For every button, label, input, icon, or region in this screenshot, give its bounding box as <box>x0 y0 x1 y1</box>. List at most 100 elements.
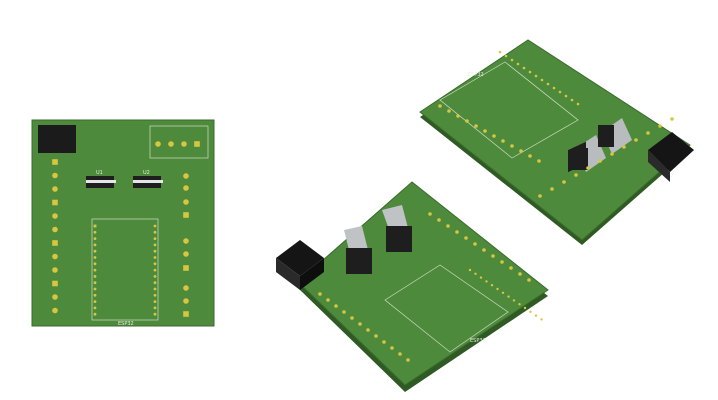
solder-pad <box>485 280 488 283</box>
solder-pad <box>534 314 538 317</box>
solder-pad <box>428 212 432 216</box>
solder-pad <box>183 251 189 257</box>
solder-pad <box>523 306 527 310</box>
label-esp32: ESP32 <box>118 321 134 327</box>
solder-pad <box>670 117 674 121</box>
solder-pad <box>93 275 97 278</box>
solder-pad <box>483 129 487 133</box>
solder-pad <box>474 124 478 128</box>
solder-pad <box>93 306 97 310</box>
solder-pad <box>519 149 523 153</box>
solder-pad <box>93 268 97 272</box>
solder-pad <box>382 340 386 344</box>
solder-pad <box>153 249 157 253</box>
solder-pad <box>527 278 531 282</box>
solder-pad <box>610 152 614 156</box>
solder-pad <box>93 237 97 241</box>
solder-pad <box>183 311 189 317</box>
solder-pad <box>438 104 442 108</box>
solder-pad <box>153 256 157 259</box>
solder-pad <box>534 74 538 78</box>
solder-pad <box>490 284 494 287</box>
solder-pad <box>576 102 580 106</box>
solder-pad <box>482 248 486 252</box>
solder-pad <box>93 287 97 291</box>
solder-pad <box>374 334 378 338</box>
solder-pad <box>93 293 97 297</box>
heatsink-regulators <box>568 118 632 173</box>
solder-pad <box>52 199 58 206</box>
solder-pad <box>504 54 508 58</box>
solder-pad <box>518 303 521 306</box>
regulator-u2: U2 <box>133 170 163 188</box>
solder-pad <box>496 287 499 291</box>
solder-pad <box>153 230 157 234</box>
solder-pad <box>491 254 495 258</box>
solder-pad <box>465 119 469 123</box>
solder-pad <box>153 268 157 272</box>
solder-pad <box>570 98 574 102</box>
solder-pad <box>510 58 514 62</box>
solder-pad <box>93 224 97 228</box>
solder-pad <box>366 328 370 332</box>
solder-pad <box>552 86 556 90</box>
solder-pad <box>52 213 58 219</box>
solder-pad <box>574 173 578 177</box>
solder-pad <box>52 267 58 273</box>
solder-pad <box>93 249 97 253</box>
solder-pad <box>153 287 157 291</box>
solder-pad <box>540 78 544 82</box>
solder-pad <box>598 159 602 163</box>
solder-pad <box>93 230 97 234</box>
solder-pad <box>153 243 157 247</box>
solder-pad <box>153 281 157 285</box>
solder-pad <box>153 275 157 278</box>
solder-pad <box>522 66 526 70</box>
solder-pad <box>509 266 513 270</box>
solder-pad <box>52 172 58 179</box>
solder-pad <box>93 256 97 259</box>
solder-pad <box>406 358 410 362</box>
solder-pad <box>586 166 590 170</box>
dc-jack-front <box>276 240 324 290</box>
solder-pad <box>93 281 97 285</box>
solder-pad <box>183 212 189 218</box>
solder-pad <box>334 304 338 308</box>
solder-pad <box>52 186 58 192</box>
solder-pad <box>446 224 450 228</box>
solder-pad <box>153 262 157 266</box>
solder-pad <box>529 310 532 313</box>
solder-pad <box>52 226 58 233</box>
solder-pad <box>540 318 543 321</box>
board-iso-back: ESP32 <box>419 39 694 245</box>
solder-pad <box>93 312 97 316</box>
solder-pad <box>512 299 516 302</box>
solder-pad <box>183 238 189 244</box>
solder-pad <box>564 94 568 98</box>
solder-pad <box>153 300 157 303</box>
regulator-u1: U1 <box>86 170 116 188</box>
solder-pad <box>473 242 477 246</box>
solder-pad <box>658 124 662 128</box>
solder-pad <box>326 298 330 302</box>
solder-pad <box>500 260 504 264</box>
solder-pad <box>398 352 402 356</box>
solder-pad <box>492 134 496 138</box>
solder-pad <box>622 145 626 149</box>
dc-jack <box>38 125 76 153</box>
solder-pad <box>155 141 161 147</box>
regulator-front-2 <box>382 205 412 252</box>
solder-pad <box>153 237 157 241</box>
solder-pad <box>183 199 189 205</box>
solder-pad <box>52 253 58 260</box>
esp32-footprint <box>91 218 159 321</box>
label-esp32-front: ESP32 <box>470 338 486 344</box>
solder-pad <box>93 300 97 303</box>
solder-pad <box>456 114 460 118</box>
solder-pad <box>447 109 451 113</box>
solder-pad <box>507 295 510 298</box>
solder-pad <box>479 276 483 279</box>
solder-pad <box>183 185 189 191</box>
